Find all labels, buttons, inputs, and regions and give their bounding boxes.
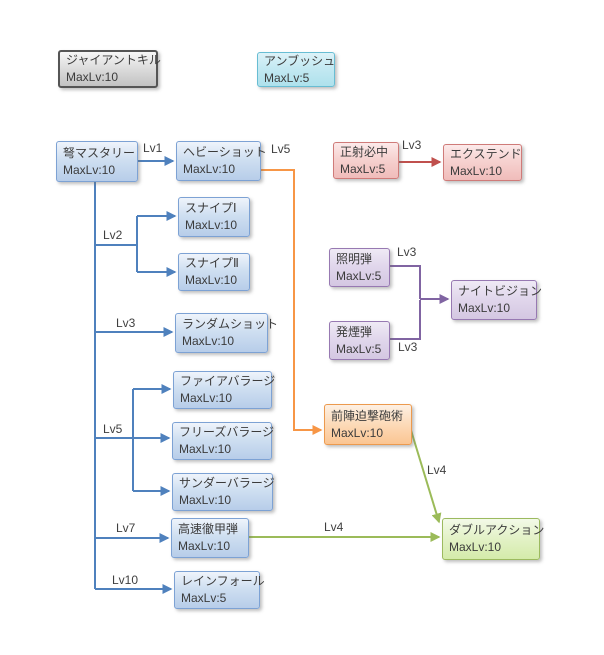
skill-maxlv: MaxLv:5	[181, 591, 227, 605]
skill-node-snipe-1: スナイプⅠ MaxLv:10	[178, 197, 250, 237]
skill-name: ダブルアクション	[449, 523, 545, 537]
skill-node-front-mortar: 前陣迫撃砲術 MaxLv:10	[324, 404, 412, 445]
skill-name: 発煙弾	[336, 324, 373, 339]
skill-maxlv: MaxLv:5	[336, 341, 382, 356]
edge-mastery-snipe	[95, 211, 177, 277]
edge-label-flare-lv3: Lv3	[397, 245, 417, 259]
skill-maxlv: MaxLv:10	[178, 539, 231, 553]
skill-maxlv: MaxLv:10	[331, 425, 384, 440]
skill-maxlv: MaxLv:10	[185, 218, 238, 232]
skill-node-heavy-shot: ヘビーショット MaxLv:10	[176, 141, 267, 181]
edge-label-lv7: Lv7	[116, 521, 136, 535]
skill-name: ファイアバラージ	[180, 374, 276, 388]
skill-node-random-shot: ランダムショット MaxLv:10	[175, 313, 279, 353]
skill-name: アンブッシュ	[264, 53, 336, 68]
skill-maxlv: MaxLv:10	[183, 162, 236, 176]
edge-label-lv10: Lv10	[112, 573, 139, 587]
skill-maxlv: MaxLv:10	[450, 163, 503, 178]
edge-mortar-doubleaction	[409, 426, 442, 524]
skill-node-bowgun-mastery: 弩マスタリー MaxLv:10	[56, 141, 138, 182]
edge-label-heavyshot-lv5: Lv5	[271, 142, 291, 156]
skill-maxlv: MaxLv:5	[264, 70, 310, 85]
skill-name: 正射必中	[340, 144, 389, 159]
skill-maxlv: MaxLv:10	[179, 442, 232, 456]
skill-maxlv: MaxLv:10	[458, 301, 511, 315]
skill-maxlv: MaxLv:10	[66, 70, 119, 84]
skill-node-snipe-2: スナイプⅡ MaxLv:10	[178, 253, 250, 291]
skill-name: フリーズバラージ	[179, 425, 275, 439]
skill-maxlv: MaxLv:10	[180, 391, 233, 405]
edge-label-lv5: Lv5	[103, 422, 123, 436]
skill-maxlv: MaxLv:10	[449, 540, 502, 554]
skill-node-flare-shell: 照明弾 MaxLv:5	[329, 248, 390, 287]
edge-label-lv2: Lv2	[103, 228, 123, 242]
skill-maxlv: MaxLv:5	[340, 161, 386, 176]
skill-maxlv: MaxLv:10	[185, 273, 238, 287]
skill-node-double-action: ダブルアクション MaxLv:10	[442, 518, 545, 560]
skill-name: ヘビーショット	[183, 145, 267, 159]
edge-label-lv3: Lv3	[116, 316, 136, 330]
skill-name: ランダムショット	[182, 317, 279, 331]
skill-node-fire-barrage: ファイアバラージ MaxLv:10	[173, 371, 276, 409]
skill-name: スナイプⅠ	[185, 201, 237, 215]
skill-maxlv: MaxLv:10	[179, 493, 232, 507]
skill-node-rainfall: レインフォール MaxLv:5	[174, 571, 265, 609]
edge-heavyshot-mortar	[261, 169, 323, 435]
edge-mastery-barrage	[95, 384, 172, 496]
skill-node-rapid-ap-shell: 高速徹甲弾 MaxLv:10	[171, 518, 249, 558]
skill-node-true-shot: 正射必中 MaxLv:5	[333, 142, 399, 179]
skill-name: 弩マスタリー	[63, 145, 136, 160]
skill-node-extend: エクステンド MaxLv:10	[443, 144, 522, 181]
edge-label-lv1: Lv1	[143, 141, 163, 155]
skill-name: ジャイアントキル	[66, 53, 161, 67]
skill-name: 照明弾	[336, 251, 373, 266]
skill-name: レインフォール	[181, 574, 265, 588]
edge-label-trueshot-lv3: Lv3	[402, 138, 422, 152]
skill-node-giant-kill: ジャイアントキル MaxLv:10	[58, 50, 161, 88]
skill-name: エクステンド	[450, 146, 522, 161]
skill-maxlv: MaxLv:5	[336, 268, 382, 283]
skill-name: 前陣迫撃砲術	[331, 408, 404, 423]
skill-node-night-vision: ナイトビジョン MaxLv:10	[451, 280, 543, 320]
skill-node-smoke-shell: 発煙弾 MaxLv:5	[329, 321, 390, 360]
skill-name: ナイトビジョン	[458, 284, 543, 298]
skill-name: 高速徹甲弾	[178, 522, 239, 536]
skill-name: スナイプⅡ	[185, 256, 239, 270]
skill-node-freeze-barrage: フリーズバラージ MaxLv:10	[172, 422, 275, 460]
skill-maxlv: MaxLv:10	[63, 162, 116, 177]
skill-node-thunder-barrage: サンダーバラージ MaxLv:10	[172, 473, 275, 511]
edge-label-smoke-lv3: Lv3	[398, 340, 418, 354]
skill-name: サンダーバラージ	[179, 476, 275, 490]
edge-label-rapidshell-lv4: Lv4	[324, 520, 344, 534]
skill-node-ambush: アンブッシュ MaxLv:5	[257, 52, 335, 87]
edge-smoke-junction	[390, 300, 421, 340]
skill-maxlv: MaxLv:10	[182, 334, 235, 348]
edge-label-mortar-lv4: Lv4	[427, 463, 447, 477]
edge-flare-junction	[390, 265, 421, 299]
